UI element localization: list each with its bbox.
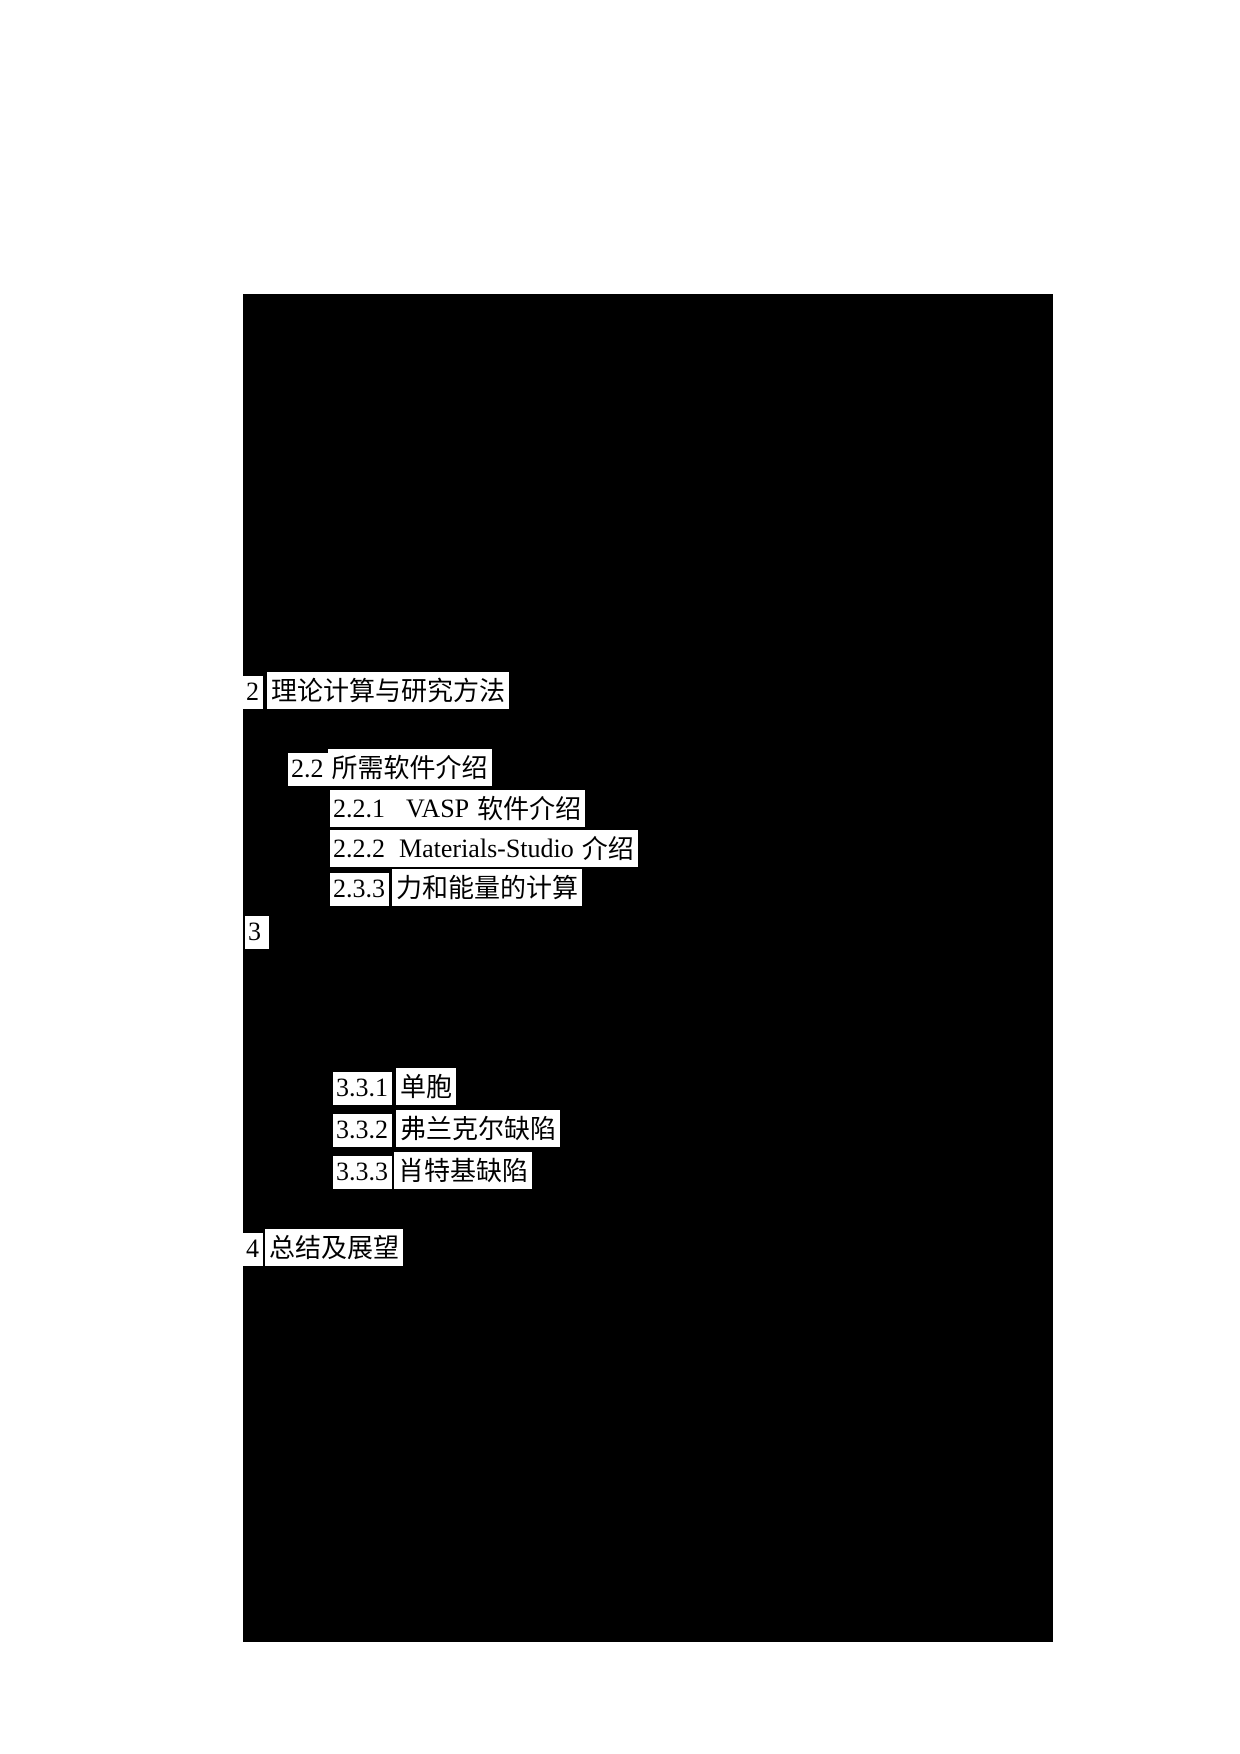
toc-entry-number: 2 xyxy=(243,676,263,709)
toc-entry-number: 3.3.2 xyxy=(333,1114,392,1147)
toc-entry-title: 软件介绍 xyxy=(473,790,586,827)
toc-entry-title: 总结及展望 xyxy=(265,1229,404,1266)
toc-entry-latin: VASP xyxy=(406,794,470,823)
toc-entry-number-latin: 2.2.1 VASP xyxy=(330,790,474,827)
toc-entry-title: 力和能量的计算 xyxy=(392,869,583,906)
toc-entry-number: 3.3.3 xyxy=(333,1156,392,1189)
toc-entry-latin: Materials-Studio xyxy=(399,834,574,863)
toc-entry-number: 2.2 xyxy=(288,753,328,786)
toc-entry-number: 2.3.3 xyxy=(330,873,389,906)
toc-entry-number: 4 xyxy=(243,1233,263,1266)
toc-entry-number: 3.3.1 xyxy=(333,1072,392,1105)
toc-entry-title: 所需软件介绍 xyxy=(327,749,492,786)
toc-entry-title: 理论计算与研究方法 xyxy=(267,672,510,709)
toc-entry-number-latin: 2.2.2 Materials-Studio xyxy=(330,830,578,867)
toc-entry-3: 3 xyxy=(245,912,269,949)
toc-entry-title: 肖特基缺陷 xyxy=(394,1152,533,1189)
toc-entry-number: 2.2.2 xyxy=(333,834,385,863)
toc-entry-title: 介绍 xyxy=(577,830,638,867)
toc-entry-title: 弗兰克尔缺陷 xyxy=(396,1110,561,1147)
toc-entry-number: 2.2.1 xyxy=(333,794,385,823)
toc-entry-title: 单胞 xyxy=(396,1068,457,1105)
toc-entry-number: 3 xyxy=(245,916,269,949)
